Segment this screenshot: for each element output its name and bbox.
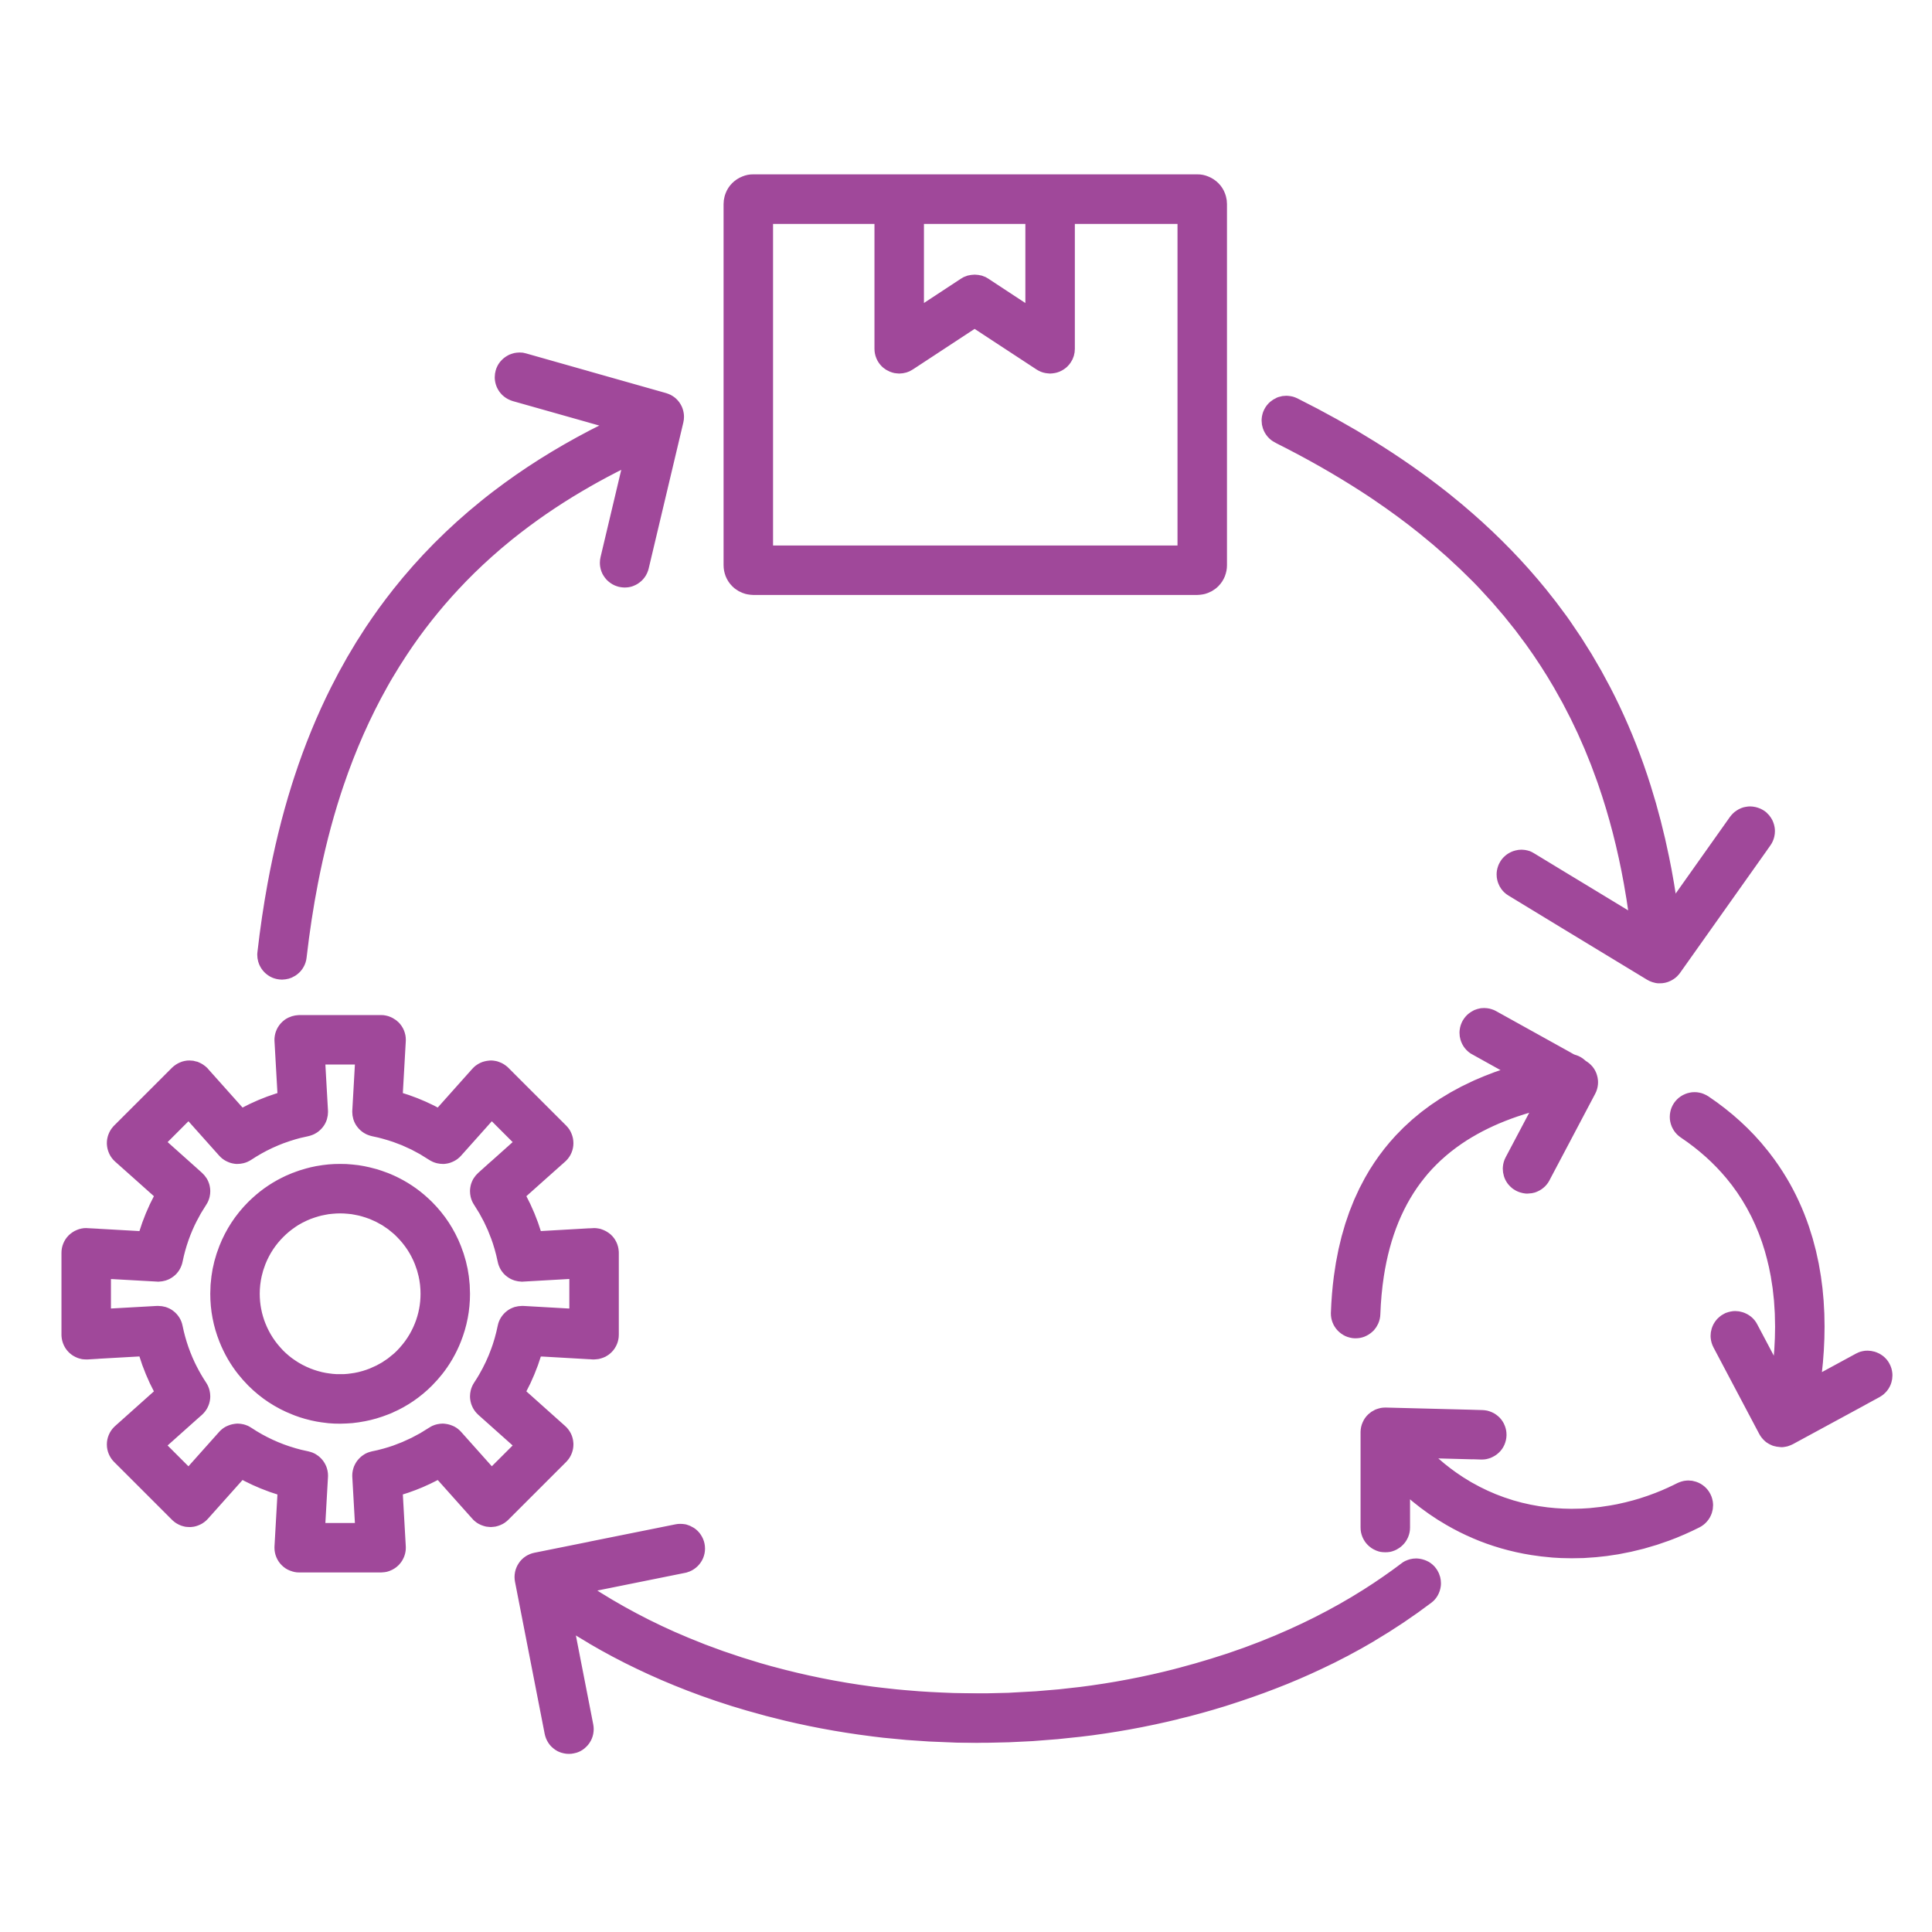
small-arrow-bottom (1366, 1420, 1713, 1559)
arrow-bottom (522, 1558, 1441, 1743)
small-arrow-right-head (1710, 1311, 1893, 1447)
arrow-top-left-head (495, 352, 685, 588)
box-tape (874, 179, 1075, 374)
gear-outline (61, 1015, 619, 1573)
small-arrow-bottom-head (1360, 1407, 1507, 1553)
package-box-icon (723, 174, 1227, 595)
small-cycle-arrows-icon (1331, 1008, 1893, 1559)
small-arrow-right (1669, 1092, 1825, 1435)
cycle-arrows-icon (257, 352, 1775, 1754)
arrow-top-right (1261, 396, 1682, 971)
arrow-bottom-head (514, 1523, 706, 1754)
arrow-top-right-head (1496, 806, 1775, 984)
small-arrow-left-head (1459, 1008, 1598, 1194)
gear-icon (61, 1015, 619, 1573)
arrow-top-left (257, 402, 681, 980)
small-arrow-left (1331, 1053, 1594, 1338)
gear-hole (210, 1164, 471, 1424)
box-outline (723, 174, 1227, 595)
